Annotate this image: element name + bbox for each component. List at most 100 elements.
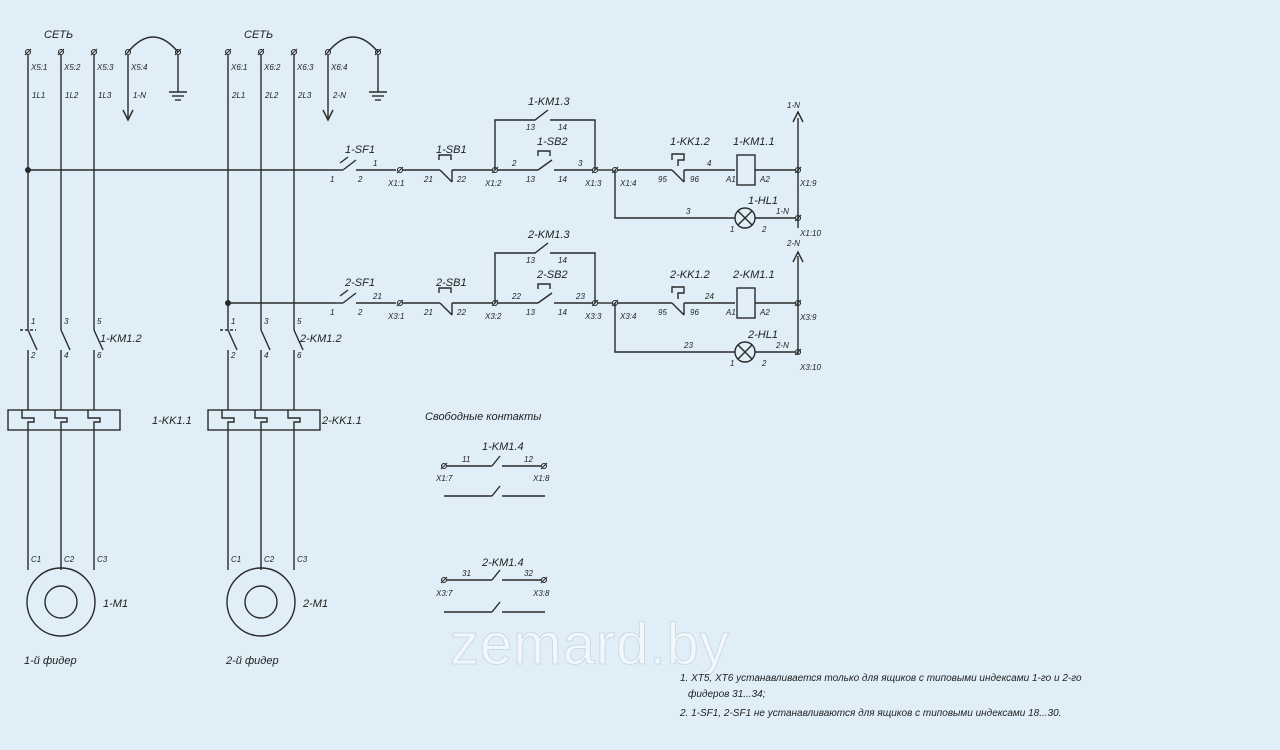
wire-label: 1 [373, 159, 377, 168]
button-label: 1-SB2 [537, 136, 568, 148]
contact-label: 2-KM1.3 [527, 229, 570, 241]
breaker-label: 2-SF1 [344, 277, 375, 289]
pin-label: 14 [558, 175, 567, 184]
feeder-2: СЕТЬ X6:1 X6:2 X6:3 X6:4 2L1 2L2 2L3 2-N… [207, 29, 387, 667]
relay-label: 2-KK1.1 [321, 415, 362, 427]
terminal-label: X1:3 [584, 179, 602, 188]
pin-label: A1 [725, 175, 736, 184]
terminal-label: X6:4 [330, 63, 348, 72]
pin-label: 3 [264, 317, 269, 326]
control-circuit-1: 1-SF1 1 2 1 X1:1 1-SB1 21 22 X1:2 1-KM1.… [28, 96, 821, 238]
terminal-label: X1:8 [532, 474, 550, 483]
motor-icon [26, 567, 96, 637]
neutral-label: 2-N [775, 341, 789, 350]
pin-label: 2 [230, 351, 236, 360]
contactor-label: 1-KM1.2 [100, 333, 142, 345]
phase-label: 1L2 [65, 91, 79, 100]
wire-label: 32 [524, 569, 533, 578]
contact-label: 2-KM1.4 [481, 557, 524, 569]
wire-label: 3 [686, 207, 691, 216]
pin-label: 4 [264, 351, 269, 360]
pin-label: A2 [759, 308, 770, 317]
pin-label: 2 [357, 308, 363, 317]
wire-label: 12 [524, 455, 533, 464]
coil-label: 2-KM1.1 [732, 269, 775, 281]
coil-icon [736, 154, 756, 186]
phase-label: 2L3 [297, 91, 312, 100]
neutral-label: 1-N [787, 101, 800, 110]
pin-label: 22 [456, 175, 466, 184]
note-line: 1. XT5, XT6 устанавливается только для я… [680, 673, 1082, 684]
pin-label: 13 [526, 123, 535, 132]
free-contact-1: 1-KM1.4 11 12 X1:7 X1:8 [435, 441, 550, 497]
terminal-label: X5:1 [30, 63, 47, 72]
wire-label: 22 [511, 292, 521, 301]
pin-label: 21 [423, 308, 433, 317]
pin-label: 1 [330, 308, 334, 317]
pin-label: 6 [297, 351, 302, 360]
breaker-label: 1-SF1 [345, 144, 375, 156]
button-label: 2-SB1 [435, 277, 467, 289]
pin-label: 5 [297, 317, 302, 326]
neutral-label: 1-N [776, 207, 789, 216]
wire-label: 4 [707, 159, 712, 168]
coil-icon [736, 287, 756, 319]
terminal-label: X1:7 [435, 474, 453, 483]
relay-label: 1-KK1.1 [152, 415, 192, 427]
pin-label: 1 [31, 317, 35, 326]
wire-label: 3 [578, 159, 583, 168]
phase-label: 1-N [133, 91, 146, 100]
pin-label: 14 [558, 308, 567, 317]
button-label: 1-SB1 [436, 144, 467, 156]
motor-icon [226, 567, 296, 637]
pin-label: 96 [690, 308, 699, 317]
terminal-label: X3:7 [435, 589, 453, 598]
pin-label: 3 [64, 317, 69, 326]
pin-label: 2 [761, 359, 767, 368]
terminal-label: X6:1 [230, 63, 247, 72]
note-line: фидеров 31...34; [688, 688, 766, 700]
pin-label: C1 [31, 555, 41, 564]
contact-label: 1-KM1.4 [482, 441, 524, 453]
pin-label: 4 [64, 351, 69, 360]
pin-label: 1 [330, 175, 334, 184]
pin-label: 1 [730, 359, 734, 368]
motor-label: 2-M1 [302, 598, 328, 610]
pin-label: 13 [526, 256, 535, 265]
terminal-label: X6:3 [296, 63, 314, 72]
pin-label: 95 [658, 308, 667, 317]
pin-label: A1 [725, 308, 736, 317]
phase-label: 1L1 [32, 91, 45, 100]
wire-label: 2 [511, 159, 517, 168]
pin-label: 13 [526, 175, 535, 184]
thermal-relay [207, 409, 321, 431]
coil-label: 1-KM1.1 [733, 136, 775, 148]
pin-label: 21 [423, 175, 433, 184]
feeder-caption: 2-й фидер [225, 655, 279, 667]
terminal-label: X1:4 [619, 179, 637, 188]
wire-label: 23 [575, 292, 585, 301]
free-contact-2: 2-KM1.4 31 32 X3:7 X3:8 [435, 557, 550, 613]
terminal-label: X5:2 [63, 63, 81, 72]
pin-label: 14 [558, 123, 567, 132]
terminal-label: X5:4 [130, 63, 148, 72]
pin-label: C3 [297, 555, 308, 564]
wire-label: 21 [372, 292, 382, 301]
terminal-label: X5:3 [96, 63, 114, 72]
motor-label: 1-M1 [103, 598, 128, 610]
terminal-label: X3:9 [799, 313, 817, 322]
pin-label: 96 [690, 175, 699, 184]
wire-label: 23 [683, 341, 693, 350]
terminal-label: X1:10 [799, 229, 821, 238]
pin-label: 1 [231, 317, 235, 326]
terminal-label: X1:2 [484, 179, 502, 188]
pin-label: 22 [456, 308, 466, 317]
lamp-label: 1-HL1 [748, 195, 778, 207]
relay-label: 2-KK1.2 [669, 269, 710, 281]
feeder-1: СЕТЬ X5:1 X5:2 X5:3 X5:4 1L1 1L2 1L3 1-N [7, 29, 192, 667]
feeder-caption: 1-й фидер [24, 655, 77, 667]
net-label: СЕТЬ [244, 29, 273, 41]
terminal-label: X1:1 [387, 179, 404, 188]
wire-label: 11 [462, 455, 470, 464]
terminal-label: X6:2 [263, 63, 281, 72]
